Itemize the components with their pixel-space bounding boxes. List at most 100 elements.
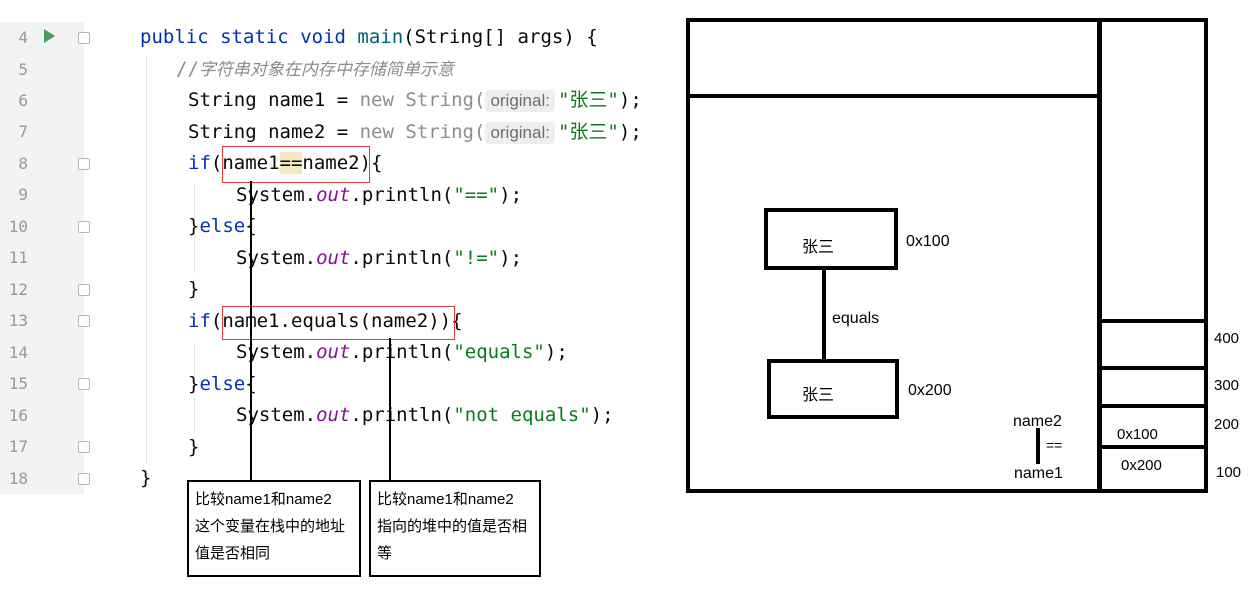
note-line: 值是否相同	[195, 545, 271, 562]
highlight-box-equals-compare	[222, 306, 455, 340]
code-text: .println(	[350, 404, 454, 426]
keyword: else	[199, 215, 246, 237]
heap-object-1-address: 0x100	[906, 233, 950, 250]
note-line: 指向的堆中的值是否相	[377, 518, 528, 535]
indent-guide	[194, 342, 195, 432]
fold-icon[interactable]	[78, 378, 90, 390]
stack-address: 300	[1214, 377, 1240, 394]
line-number: 15	[8, 374, 28, 393]
note-equals-compare: 比较name1和name2 指向的堆中的值是否相 等	[369, 480, 541, 577]
heap-top-divider	[686, 94, 1098, 98]
fold-icon[interactable]	[78, 473, 90, 485]
fold-icon[interactable]	[78, 32, 90, 44]
line-number: 4	[18, 28, 28, 47]
code-line-14[interactable]: System.out.println("equals");	[236, 341, 568, 363]
code-text: .println(	[350, 341, 454, 363]
stack-divider	[1097, 18, 1102, 493]
code-text: );	[544, 341, 568, 363]
code-line-15[interactable]: }else{	[188, 373, 257, 395]
comment-text: 字符串对象在内存中存储简单示意	[198, 60, 454, 80]
parameter-hint: original:	[485, 90, 555, 112]
code-text: );	[499, 184, 523, 206]
heap-object-1-value: 张三	[802, 239, 835, 256]
stack-value: 0x100	[1117, 426, 1158, 443]
stack-address: 200	[1214, 416, 1240, 433]
line-number: 12	[8, 280, 28, 299]
code-line-18[interactable]: }	[140, 467, 151, 489]
compare-connector	[1036, 428, 1040, 464]
keyword: public	[140, 26, 209, 48]
code-text: (String[] args) {	[403, 26, 598, 48]
code-text: name2){	[302, 152, 383, 174]
code-line-13[interactable]: if(name1.equals(name2)){	[188, 310, 463, 332]
code-line-5[interactable]: //字符串对象在内存中存储简单示意	[176, 58, 454, 81]
code-line-7[interactable]: String name2 = new String(original:"张三")…	[188, 121, 642, 144]
code-text: System.	[236, 184, 317, 206]
stack-slot-border	[1097, 445, 1208, 449]
heap-object-1	[764, 208, 898, 270]
string-literal: "=="	[453, 184, 500, 206]
code-text: .println(	[350, 247, 454, 269]
equality-sign: ==	[1046, 437, 1063, 453]
code-text: String(	[393, 89, 486, 111]
fold-icon[interactable]	[78, 221, 90, 233]
indent-guide	[194, 184, 195, 274]
fold-icon[interactable]	[78, 441, 90, 453]
fold-icon[interactable]	[78, 315, 90, 327]
parameter-hint: original:	[485, 122, 555, 144]
code-line-9[interactable]: System.out.println("==");	[236, 184, 522, 206]
code-line-12[interactable]: }	[188, 278, 199, 300]
note-line: 比较name1和name2	[195, 491, 332, 508]
code-line-10[interactable]: }else{	[188, 215, 257, 237]
note-address-compare: 比较name1和name2 这个变量在栈中的地址 值是否相同	[187, 480, 361, 577]
fold-icon[interactable]	[78, 158, 90, 170]
stack-slot-border	[1097, 366, 1208, 370]
line-number: 17	[8, 437, 28, 456]
keyword: void	[300, 26, 346, 48]
static-field: out	[316, 341, 351, 363]
line-number: 6	[18, 91, 28, 110]
code-text: }	[188, 436, 200, 458]
stack-address: 100	[1216, 464, 1242, 481]
code-line-17[interactable]: }	[188, 436, 199, 458]
fold-icon[interactable]	[78, 284, 90, 296]
editor-gutter	[0, 22, 84, 494]
run-icon[interactable]	[44, 29, 55, 43]
name1-label: name1	[1014, 465, 1063, 482]
line-number: 14	[8, 343, 28, 362]
code-line-8[interactable]: if(name1==name2){	[188, 152, 383, 174]
code-line-4[interactable]: public static void main(String[] args) {	[140, 26, 598, 48]
code-text: );	[618, 121, 642, 143]
line-number: 16	[8, 406, 28, 425]
keyword: new	[359, 89, 394, 111]
comment-slashes: //	[176, 58, 199, 80]
stack-slot-border	[1097, 319, 1208, 323]
code-line-6[interactable]: String name1 = new String(original:"张三")…	[188, 89, 642, 112]
code-line-16[interactable]: System.out.println("not equals");	[236, 404, 614, 426]
static-field: out	[316, 404, 351, 426]
equals-connector	[822, 270, 826, 360]
line-number: 10	[8, 217, 28, 236]
code-line-11[interactable]: System.out.println("!=");	[236, 247, 522, 269]
heap-object-2	[767, 359, 899, 419]
string-literal: "equals"	[453, 341, 545, 363]
highlight-box-address-compare	[222, 146, 370, 183]
code-text: System.	[236, 341, 317, 363]
code-text: }	[140, 467, 152, 489]
heap-object-2-value: 张三	[802, 387, 835, 404]
line-number: 8	[18, 154, 28, 173]
line-number: 9	[18, 185, 28, 204]
string-literal: "张三"	[557, 89, 619, 111]
heap-object-2-address: 0x200	[908, 382, 952, 399]
line-number: 7	[18, 122, 28, 141]
note-line: 等	[377, 545, 393, 562]
code-text: (name1.equals(name2)){	[210, 310, 463, 332]
code-text: System.	[236, 247, 317, 269]
note-line: 比较name1和name2	[377, 491, 514, 508]
static-field: out	[316, 184, 351, 206]
memory-diagram-frame	[686, 18, 1208, 493]
keyword: static	[220, 26, 289, 48]
code-text: String(	[393, 121, 486, 143]
code-text: System.	[236, 404, 317, 426]
method-name: main	[357, 26, 404, 48]
